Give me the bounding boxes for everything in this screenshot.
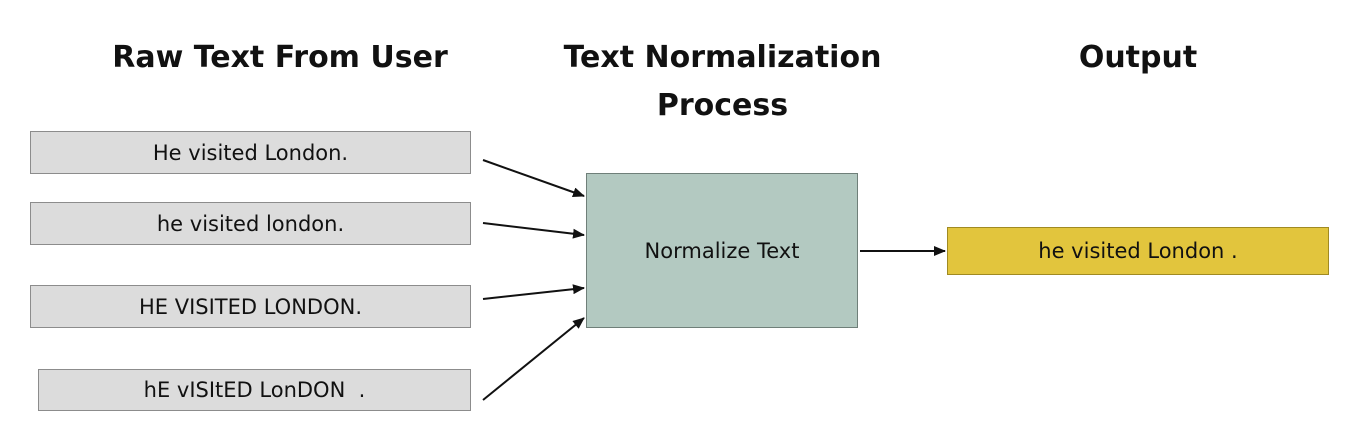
normalize-text-process-box: Normalize Text: [586, 173, 858, 328]
input-text-box-4: hE vISItED LonDON .: [38, 369, 471, 411]
input-column-heading: Raw Text From User: [112, 40, 448, 75]
arrow-input-1-to-process: [482, 159, 585, 198]
input-text-box-2: he visited london.: [30, 202, 471, 245]
arrow-input-2-to-process: [482, 222, 585, 239]
process-column-heading: Text Normalization Process: [563, 40, 882, 123]
output-column-heading: Output: [1078, 40, 1198, 75]
input-text-box-1: He visited London.: [30, 131, 471, 174]
arrow-input-3-to-process: [482, 284, 585, 300]
input-text-box-3: HE VISITED LONDON.: [30, 285, 471, 328]
arrow-input-4-to-process: [482, 317, 585, 401]
output-text-box: he visited London .: [947, 227, 1329, 275]
